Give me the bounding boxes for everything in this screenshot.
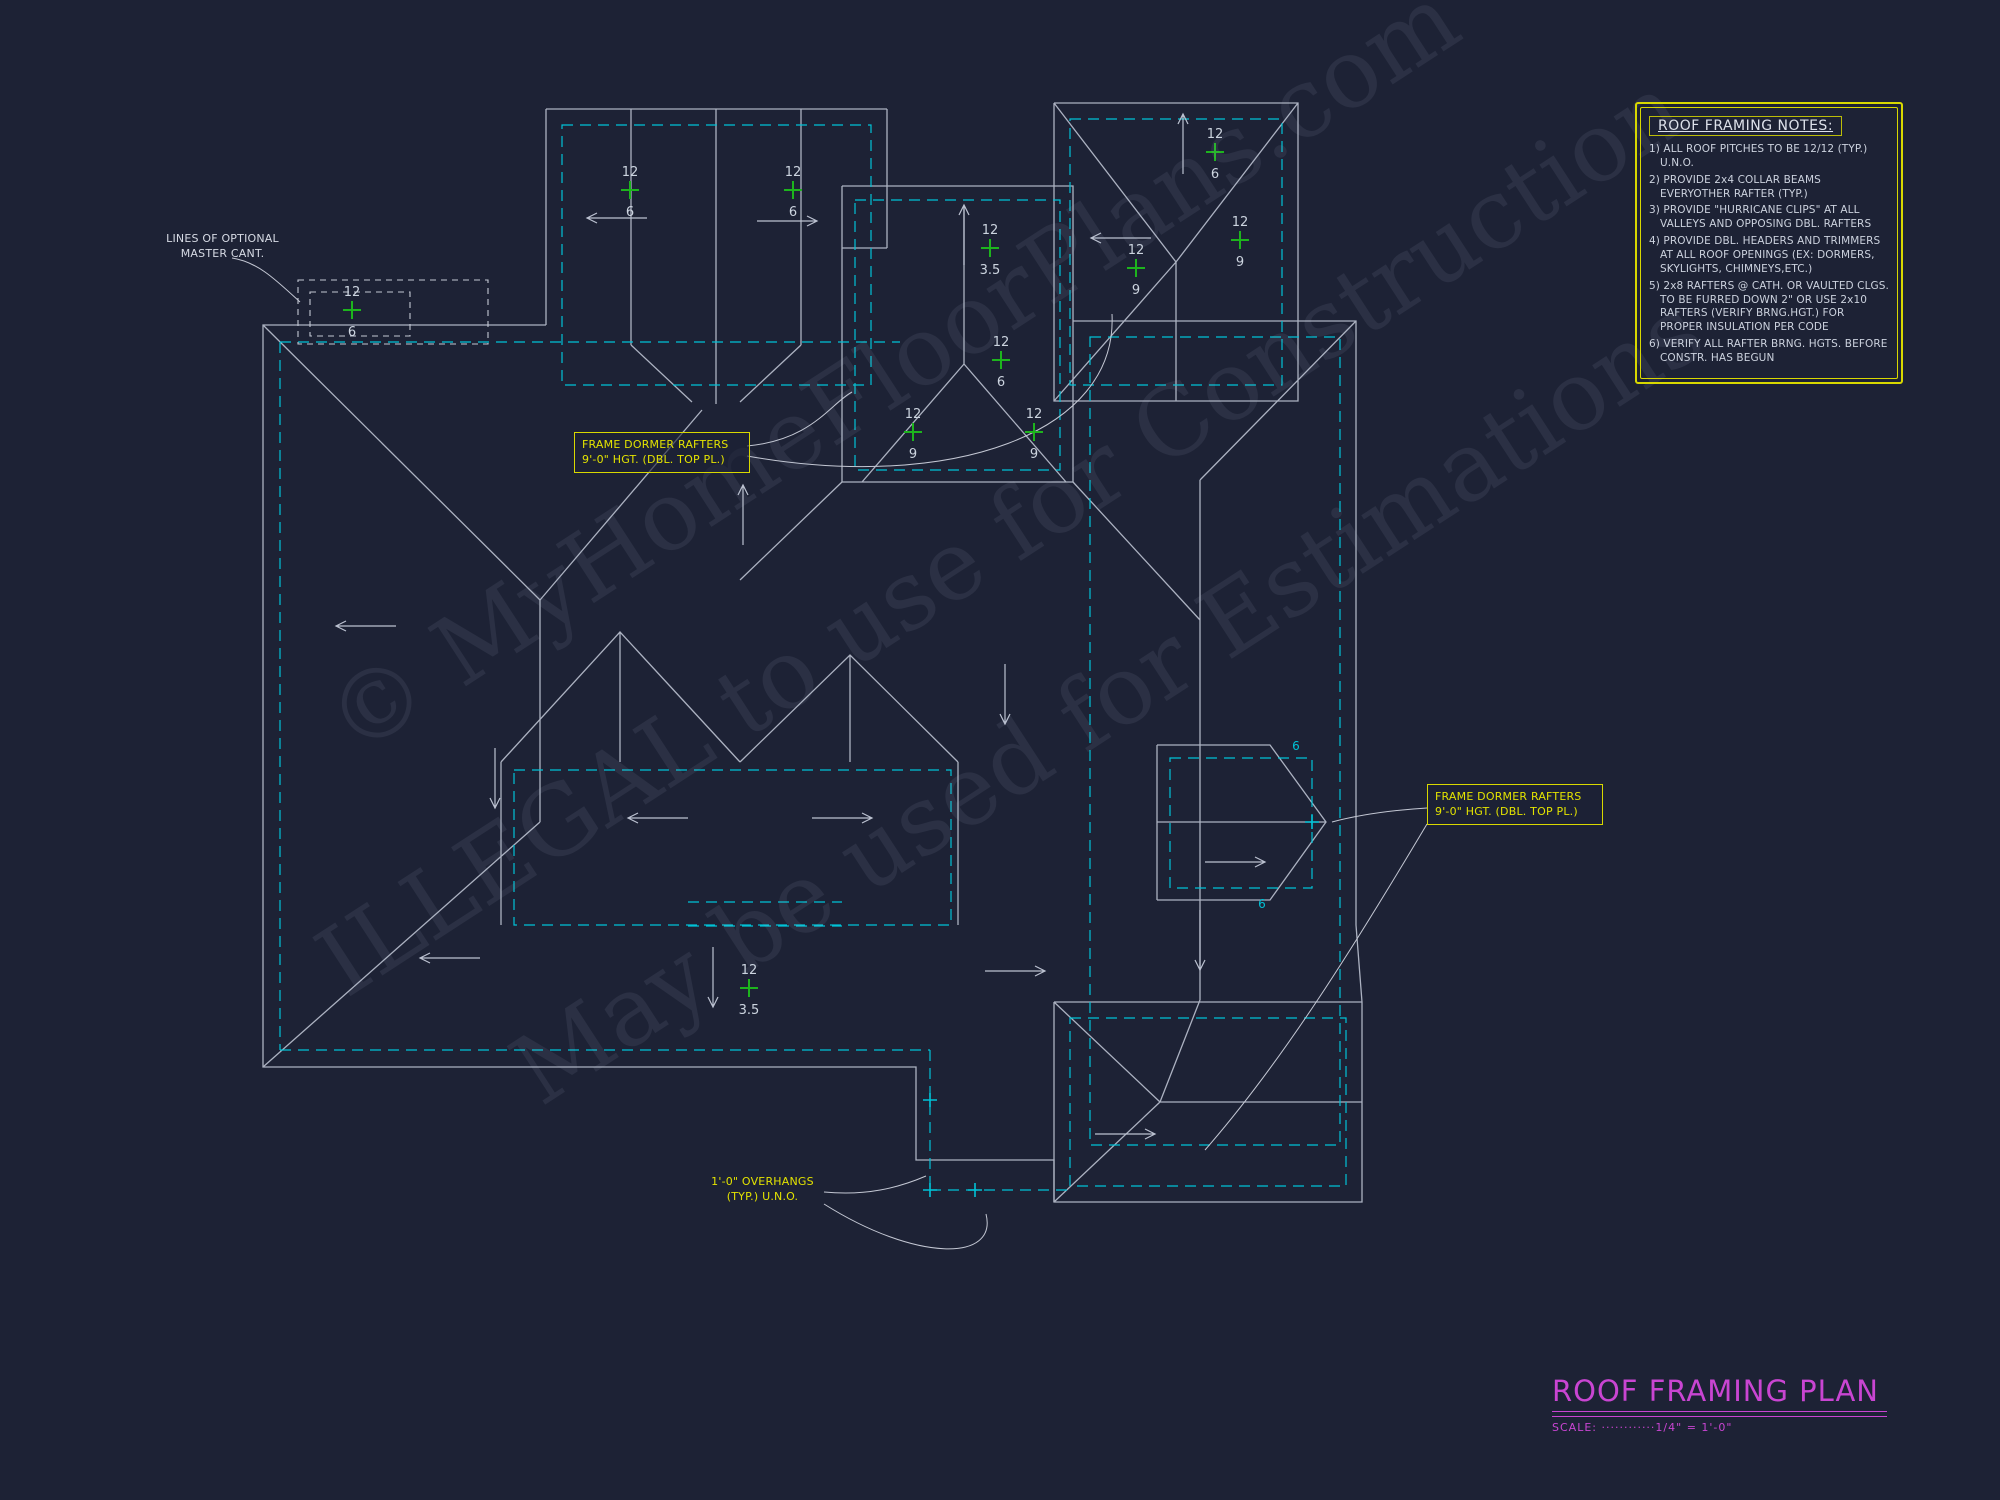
pitch-marker: 12 6 xyxy=(784,165,802,220)
svg-text:9: 9 xyxy=(1030,447,1038,462)
gable-block-top-left xyxy=(539,108,888,601)
pitch-marker: 12 9 xyxy=(904,407,922,462)
right-wing-ridges xyxy=(1072,320,1357,1103)
note-item: 4) PROVIDE DBL. HEADERS AND TRIMMERS AT … xyxy=(1649,235,1881,275)
roof-lines xyxy=(262,102,1363,1203)
pitch-marker: 12 6 xyxy=(343,285,361,340)
slope-arrow-down xyxy=(999,664,1011,726)
slope-arrow-right xyxy=(985,965,1047,977)
svg-text:3.5: 3.5 xyxy=(980,263,1001,278)
master-cant-lines xyxy=(297,279,489,345)
master-cant-label: LINES OF OPTIONAL MASTER CANT. xyxy=(166,232,279,260)
gable-block-bottom-right xyxy=(1053,1001,1362,1203)
slope-arrow-left xyxy=(1089,232,1151,244)
plate-bottom-gables xyxy=(513,769,952,926)
right-dormer xyxy=(1156,744,1327,901)
note-item: 3) PROVIDE "HURRICANE CLIPS" AT ALL VALL… xyxy=(1649,204,1872,231)
svg-text:6: 6 xyxy=(626,205,634,220)
roof-framing-notes-inner: ROOF FRAMING NOTES: 1) ALL ROOF PITCHES … xyxy=(1640,107,1898,379)
svg-text:12: 12 xyxy=(741,963,758,978)
slope-arrow-up xyxy=(958,203,970,265)
plate-lines-dashed xyxy=(279,118,1347,1191)
note-item: 2) PROVIDE 2x4 COLLAR BEAMS EVERYOTHER R… xyxy=(1649,173,1821,200)
svg-text:12: 12 xyxy=(785,165,802,180)
dim-label: 6 xyxy=(1292,739,1300,753)
svg-text:12: 12 xyxy=(1128,243,1145,258)
left-hip xyxy=(262,324,541,1068)
plate-bottom-right-block xyxy=(1069,1017,1347,1187)
gable-block-top-right xyxy=(1053,102,1299,402)
slope-arrow-up xyxy=(737,483,749,545)
title-underline xyxy=(1552,1411,1887,1417)
slope-arrow-left xyxy=(626,812,688,824)
slope-arrow-left xyxy=(585,212,647,224)
pitch-marker: 123.5 xyxy=(739,963,760,1018)
plate-main-body xyxy=(279,341,1072,1191)
slope-arrow-right xyxy=(757,215,819,227)
notes-list: 1) ALL ROOF PITCHES TO BE 12/12 (TYP.) U… xyxy=(1649,143,1889,366)
note-item: 6) VERIFY ALL RAFTER BRNG. HGTS. BEFORE … xyxy=(1649,338,1888,365)
roof-framing-notes-box: ROOF FRAMING NOTES: 1) ALL ROOF PITCHES … xyxy=(1635,102,1903,384)
svg-text:12: 12 xyxy=(1232,215,1249,230)
center-dormer-cluster xyxy=(841,185,1074,483)
pitch-marker: 123.5 xyxy=(980,223,1001,278)
overhang-label: 1'-0" OVERHANGS (TYP.) U.N.O. xyxy=(711,1175,814,1204)
svg-text:12: 12 xyxy=(622,165,639,180)
slope-arrow-right xyxy=(812,812,874,824)
plate-right-wing xyxy=(1089,336,1341,1146)
slope-arrow-down xyxy=(1194,910,1206,972)
slope-arrow-right xyxy=(1205,856,1267,868)
plate-tick-marks xyxy=(923,815,1319,1197)
svg-text:12: 12 xyxy=(1207,127,1224,142)
svg-text:12: 12 xyxy=(1026,407,1043,422)
plate-top-right-block xyxy=(1069,118,1283,386)
pitch-marker: 12 9 xyxy=(1025,407,1043,462)
dim-labels-layer: 66 xyxy=(1258,739,1300,911)
slope-arrows-layer xyxy=(334,112,1267,1140)
plate-stub xyxy=(688,901,842,927)
dim-label: 6 xyxy=(1258,897,1266,911)
title-block: ROOF FRAMING PLAN SCALE: ············1/4… xyxy=(1552,1374,1892,1434)
slope-arrow-right xyxy=(1095,1128,1157,1140)
pitch-marker: 12 6 xyxy=(1206,127,1224,182)
pitch-marker: 12 6 xyxy=(621,165,639,220)
plan-title: ROOF FRAMING PLAN xyxy=(1552,1374,1879,1408)
svg-text:12: 12 xyxy=(905,407,922,422)
roof-outline xyxy=(262,320,1363,1203)
svg-text:6: 6 xyxy=(997,375,1005,390)
dormer-rafters-label-1: FRAME DORMER RAFTERS 9'-0" HGT. (DBL. TO… xyxy=(574,432,750,473)
plate-top-left-block xyxy=(561,124,872,386)
note-item: 1) ALL ROOF PITCHES TO BE 12/12 (TYP.) U… xyxy=(1649,143,1868,169)
pitch-marker: 12 9 xyxy=(1231,215,1249,270)
leader-lines xyxy=(231,257,1428,1250)
svg-text:12: 12 xyxy=(982,223,999,238)
slope-arrow-left xyxy=(334,620,396,632)
note-item: 5) 2x8 RAFTERS @ CATH. OR VAULTED CLGS. … xyxy=(1649,279,1889,334)
plate-center-dormer xyxy=(854,199,1061,471)
plan-scale: SCALE: ············1/4" = 1'-0" xyxy=(1552,1421,1733,1434)
svg-text:12: 12 xyxy=(344,285,361,300)
svg-text:12: 12 xyxy=(993,335,1010,350)
svg-text:3.5: 3.5 xyxy=(739,1003,760,1018)
svg-text:9: 9 xyxy=(1236,255,1244,270)
svg-text:6: 6 xyxy=(789,205,797,220)
slope-arrow-down xyxy=(707,947,719,1009)
slope-arrow-up xyxy=(1177,112,1189,174)
bottom-gable-pair xyxy=(500,481,959,925)
svg-text:9: 9 xyxy=(909,447,917,462)
svg-text:6: 6 xyxy=(348,325,356,340)
pitch-marker: 12 9 xyxy=(1127,243,1145,298)
pitch-marker: 12 6 xyxy=(992,335,1010,390)
dormer-rafters-label-2: FRAME DORMER RAFTERS 9'-0" HGT. (DBL. TO… xyxy=(1427,784,1603,825)
notes-title: ROOF FRAMING NOTES: xyxy=(1649,116,1843,136)
svg-text:6: 6 xyxy=(1211,167,1219,182)
slope-arrow-down xyxy=(489,748,501,810)
svg-text:9: 9 xyxy=(1132,283,1140,298)
plate-right-dormer xyxy=(1169,757,1313,889)
slope-arrow-left xyxy=(418,952,480,964)
